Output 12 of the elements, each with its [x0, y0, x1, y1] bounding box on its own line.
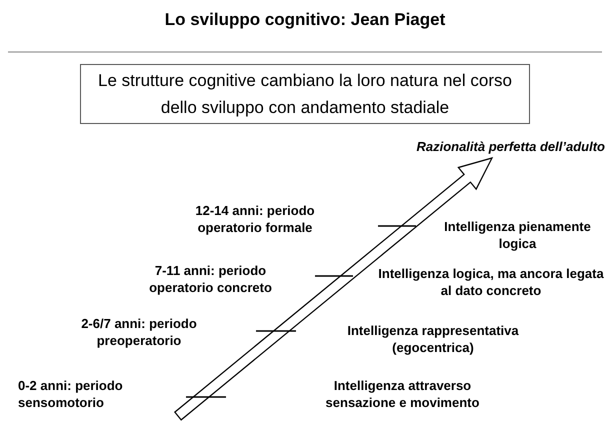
stage-description: Intelligenza rappresentativa (egocentrica): [346, 322, 520, 356]
text-box: Le strutture cognitive cambiano la loro natura nel corso dello sviluppo con andamento stadiale: [80, 64, 530, 124]
stage-description: Intelligenza attraverso sensazione e movimento: [324, 377, 480, 411]
stage-label: 12-14 anni: periodo operatorio formale: [194, 202, 316, 236]
stage-description: Intelligenza pienamente logica: [443, 218, 592, 252]
title: Lo sviluppo cognitivo: Jean Piaget: [164, 10, 446, 30]
stage-label: 2-6/7 anni: periodo preoperatorio: [80, 315, 198, 349]
arrow: [174, 157, 494, 421]
stage-description: Intelligenza logica, ma ancora legata al dato concreto: [377, 265, 605, 299]
stage-label: 0-2 anni: periodo sensomotorio: [18, 377, 124, 411]
goal-text: Razionalità perfetta dell’adulto: [340, 139, 605, 154]
stage-label: 7-11 anni: periodo operatorio concreto: [148, 262, 273, 296]
